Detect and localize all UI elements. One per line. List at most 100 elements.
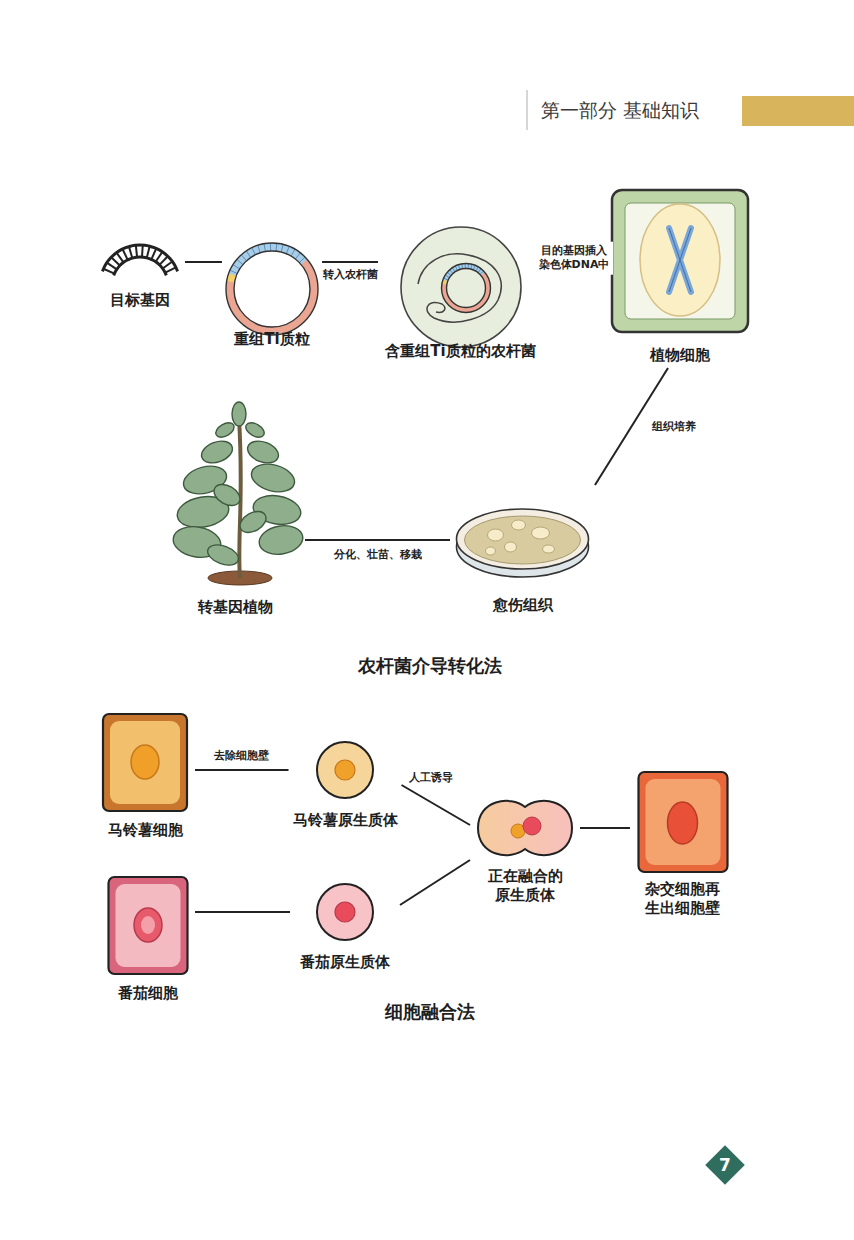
node-illustration — [396, 222, 526, 352]
node-label-wrap: 重组Ti质粒 — [222, 329, 322, 349]
node-illustration — [450, 485, 595, 585]
node-label-wrap: 番茄细胞 — [100, 983, 195, 1003]
insert-hatch — [299, 257, 305, 263]
callus — [542, 545, 554, 553]
nucleus — [667, 802, 697, 844]
edge-label: 人工诱导 — [409, 771, 453, 785]
illustrated-node: 含重组Ti质粒的农杆菌 — [378, 215, 543, 365]
figure-caption: 农杆菌介导转化法 — [358, 654, 502, 678]
illustrated-node: 植物细胞 — [605, 188, 755, 368]
dna-rung — [141, 245, 144, 257]
dna-rung — [159, 256, 167, 265]
leaf — [232, 402, 246, 426]
insert-hatch — [467, 264, 469, 269]
edge-label: 组织培养 — [652, 419, 696, 433]
node-label-wrap: 愈伤组织 — [450, 595, 595, 615]
dna-rung — [122, 249, 127, 260]
node-label: 番茄细胞 — [118, 984, 178, 1003]
connector-line — [580, 827, 630, 829]
callus — [531, 527, 549, 539]
node-label-wrap: 正在融合的 原生质体 — [470, 867, 580, 905]
figure-caption: 细胞融合法 — [385, 1000, 475, 1024]
node-label-wrap: 目标基因 — [95, 290, 185, 310]
dish-rim — [456, 509, 588, 569]
nucleus — [134, 908, 162, 942]
dna-band — [102, 245, 177, 275]
insert-hatch — [458, 265, 460, 270]
leaf — [199, 437, 236, 467]
connector-line — [400, 860, 470, 905]
illustrated-node: 马铃薯细胞 — [95, 710, 195, 845]
insert-hatch — [443, 278, 448, 280]
dna-rung — [147, 246, 150, 258]
insert-hatch — [449, 270, 452, 274]
leaf — [243, 420, 266, 440]
dna-rung — [103, 269, 114, 274]
page-number-diamond — [705, 1145, 745, 1185]
illustrated-node: 马铃薯原生质体 — [289, 738, 402, 833]
callus — [504, 542, 516, 552]
illustrated-node: 重组Ti质粒 — [222, 225, 322, 355]
node-illustration — [605, 188, 755, 338]
leaf — [205, 541, 241, 569]
dna-rung — [111, 257, 120, 265]
insert-hatch — [286, 246, 289, 253]
plasmid-outline — [441, 264, 490, 313]
leaf — [248, 460, 297, 497]
node-label-wrap: 含重组Ti质粒的农杆菌 — [378, 341, 543, 361]
chromosome — [669, 228, 691, 292]
illustrated-node: 转基因植物 — [165, 400, 305, 620]
insert-hatch — [464, 264, 465, 269]
connector-line — [305, 539, 450, 541]
insert-hatch — [252, 248, 256, 255]
callus — [487, 529, 503, 541]
connector-line — [195, 911, 290, 913]
insert-hatch — [455, 266, 457, 270]
node-label: 转基因植物 — [198, 598, 273, 617]
nucleus — [523, 817, 541, 835]
illustrated-node: 愈伤组织 — [450, 470, 595, 620]
cytoplasm — [115, 884, 180, 967]
chromosome-outline — [669, 228, 691, 292]
node-label: 正在融合的 原生质体 — [485, 867, 565, 905]
callus — [511, 520, 525, 530]
illustrated-node: 正在融合的 原生质体 — [470, 795, 580, 910]
dna-rung — [129, 247, 132, 259]
insert-hatch — [478, 269, 481, 273]
bacterium — [401, 227, 521, 347]
node-label-wrap: 马铃薯细胞 — [95, 820, 195, 840]
node-label-wrap: 杂交细胞再 生出细胞壁 — [630, 880, 735, 918]
connector-line — [195, 769, 289, 771]
cytoplasm — [645, 779, 720, 865]
node-label: 含重组Ti质粒的农杆菌 — [385, 342, 535, 361]
node-label: 马铃薯细胞 — [108, 821, 183, 840]
plasmid-marker — [231, 275, 233, 282]
illustrated-node: 番茄细胞 — [100, 873, 195, 1008]
dna-strand — [114, 257, 167, 275]
node-label: 马铃薯原生质体 — [293, 811, 398, 830]
connector-line — [322, 261, 378, 263]
edge-label: 目的基因插入 染色体DNA中 — [535, 242, 613, 275]
running-header: 第一部分 基础知识 — [541, 98, 699, 124]
node-illustration — [95, 230, 185, 285]
dna-rung — [116, 253, 123, 263]
insert-hatch — [275, 243, 277, 251]
leaf — [210, 480, 243, 510]
fusing-protoplast — [478, 801, 572, 855]
leaf — [245, 437, 282, 467]
cytoplasm — [110, 721, 180, 804]
callus — [485, 547, 495, 555]
insert-hatch — [241, 255, 246, 261]
node-illustration — [630, 768, 735, 876]
node-illustration — [470, 795, 580, 861]
page-number: 7 — [719, 1155, 731, 1175]
insert-hatch — [281, 244, 283, 252]
nucleus — [131, 745, 159, 779]
cytoplasm — [625, 203, 735, 319]
cell-wall — [103, 714, 187, 811]
plasmid-outline — [234, 251, 310, 327]
node-label-wrap: 转基因植物 — [165, 597, 305, 617]
insert-hatch — [445, 275, 449, 278]
